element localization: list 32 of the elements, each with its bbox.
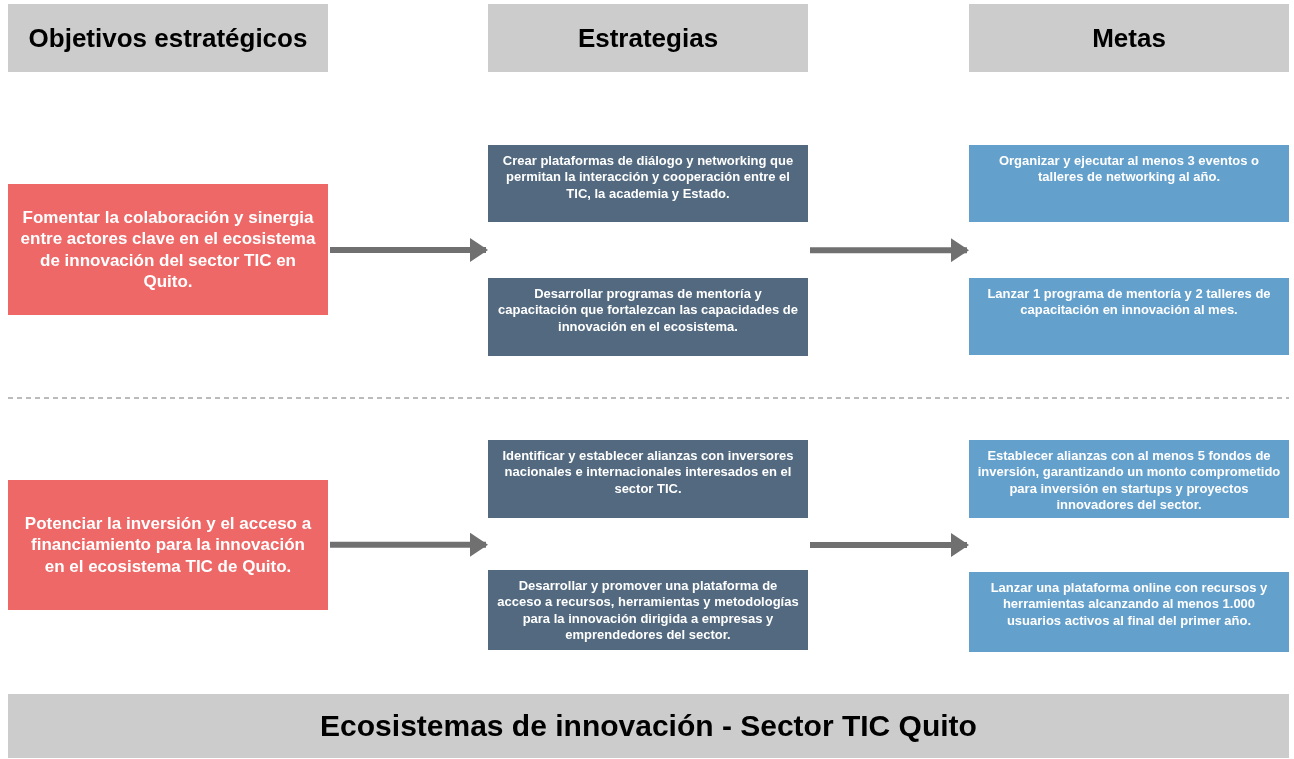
- column-header: [969, 4, 1289, 72]
- objective-box: [8, 184, 328, 315]
- strategy-box: [488, 440, 808, 518]
- node-text: Metas: [1092, 21, 1166, 55]
- node-text: Crear plataformas de diálogo y networking que permitan la interacción y cooperación entre el TIC, la academia y Estado.: [501, 153, 795, 202]
- arrow: [810, 238, 969, 263]
- node-text: Organizar y ejecutar al menos 3 eventos o talleres de networking al año.: [997, 153, 1261, 186]
- node-text: Potenciar la inversión y el acceso a financiamiento para la innovación en el ecosistema TIC de Quito.: [23, 513, 313, 577]
- objective-box: [8, 480, 328, 610]
- node-text: Lanzar una plataforma online con recursos y herramientas alcanzando al menos 1.000 usuarios activos al final del primer año.: [989, 580, 1269, 629]
- node-text: Ecosistemas de innovación - Sector TIC Quito: [320, 708, 977, 745]
- node-text: Fomentar la colaboración y sinergia entre actores clave en el ecosistema de innovación del sector TIC en Quito.: [20, 207, 316, 292]
- goal-box: [969, 440, 1289, 518]
- strategy-box: [488, 278, 808, 356]
- node-text: Desarrollar y promover una plataforma de acceso a recursos, herramientas y metodologías para la innovación dirigida a empresas y emprendedores del sector.: [496, 578, 800, 643]
- arrow: [330, 238, 488, 262]
- node-text: Lanzar 1 programa de mentoría y 2 talleres de capacitación en innovación al mes.: [986, 286, 1272, 319]
- node-text: Establecer alianzas con al menos 5 fondos de inversión, garantizando un monto comprometido para inversión en startups y proyectos innovadores del sector.: [977, 448, 1281, 513]
- arrow: [810, 533, 969, 557]
- node-text: Estrategias: [577, 21, 719, 55]
- footer-band: [8, 694, 1289, 758]
- column-header: [488, 4, 808, 72]
- arrow: [330, 532, 488, 557]
- goal-box: [969, 572, 1289, 652]
- node-text: Objetivos estratégicos: [28, 21, 308, 55]
- column-header: [8, 4, 328, 72]
- node-text: Desarrollar programas de mentoría y capacitación que fortalezcan las capacidades de innovación en el ecosistema.: [497, 286, 799, 335]
- goal-box: [969, 278, 1289, 355]
- strategy-box: [488, 570, 808, 650]
- goal-box: [969, 145, 1289, 222]
- node-text: Identificar y establecer alianzas con inversores nacionales e internacionales interesados en el sector TIC.: [501, 448, 795, 497]
- strategy-box: [488, 145, 808, 222]
